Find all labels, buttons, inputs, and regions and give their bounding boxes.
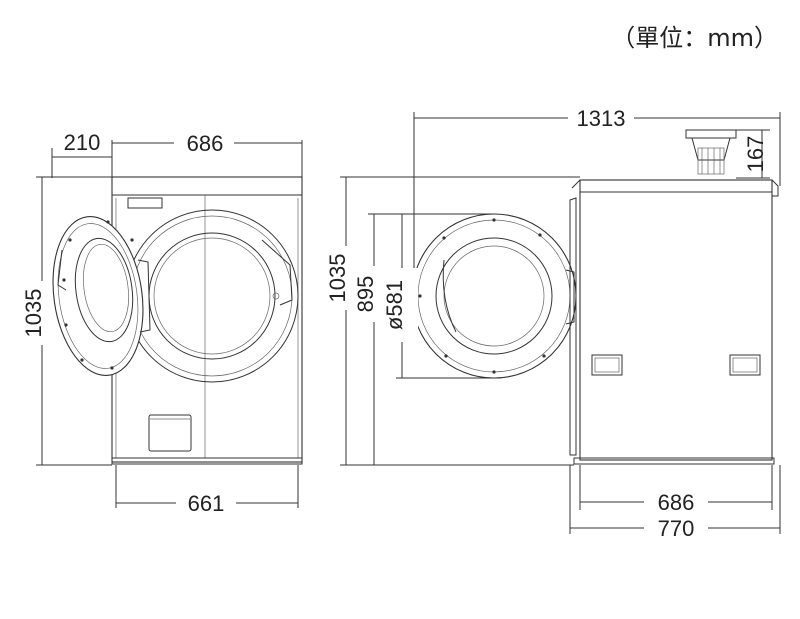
dim-base-width: 661 [115,465,299,516]
dim-body-depth: 686 [579,465,773,515]
total-depth-label: 1313 [577,106,626,131]
door-depth-label: 210 [64,130,101,155]
door-diameter-label: ø581 [382,280,407,330]
hose-fitting [685,129,737,175]
dim-front-height: 1035 [20,176,112,466]
base-width-label: 661 [188,491,225,516]
dim-door-diameter: ø581 [382,213,494,379]
side-door [411,213,577,379]
dim-door-depth: 210 [51,130,113,178]
dim-total-depth: 1313 [413,104,781,296]
dim-overall-depth: 770 [569,465,781,541]
front-view: 210 686 1035 661 [20,130,303,516]
dim-hose-height: 167 [736,129,770,179]
front-height-label: 1035 [21,289,46,338]
overall-depth-label: 770 [658,516,695,541]
front-open-door [52,215,151,377]
side-cabinet [569,179,779,465]
dim-side-height: 1035 [325,176,580,466]
unit-note: （單位：mm） [611,24,778,52]
door-center-height-label: 895 [353,276,378,313]
hose-height-label: 167 [743,136,768,173]
dim-front-width: 686 [112,130,303,178]
body-depth-label: 686 [658,490,695,515]
dim-door-center-height: 895 [353,213,494,465]
side-height-label: 1035 [325,254,350,303]
side-view: 1313 167 1035 895 [325,104,781,541]
front-width-label: 686 [187,131,224,156]
